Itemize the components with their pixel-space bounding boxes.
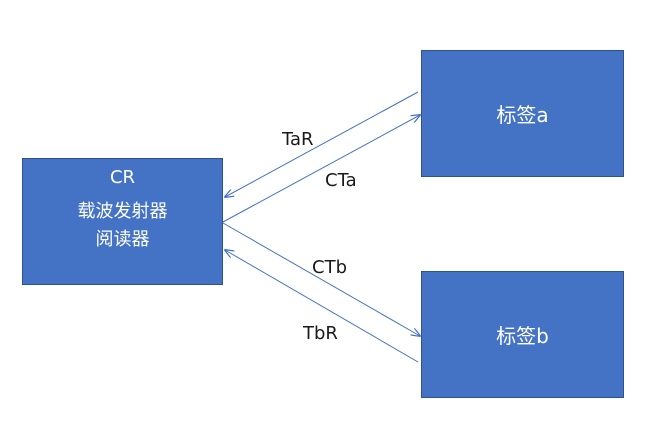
arrow-tag-a-to-reader — [225, 91, 419, 197]
arrow-reader-to-tag-a — [222, 115, 420, 223]
reader-code: CR — [109, 167, 136, 188]
reader-title-line1: 载波发射器 — [77, 201, 168, 222]
arrow-tag-b-to-reader — [225, 250, 419, 363]
edge-label-tar: TaR — [282, 129, 314, 150]
reader-title-line2: 阅读器 — [95, 229, 150, 250]
tag-b-label: 标签b — [496, 324, 549, 348]
reader-box: CR 载波发射器 阅读器 — [22, 158, 223, 285]
edge-label-cta: CTa — [325, 170, 357, 191]
edge-label-tbr: TbR — [303, 323, 338, 344]
tag-a-box: 标签a — [421, 50, 624, 177]
tag-a-label: 标签a — [496, 103, 549, 127]
edge-label-ctb: CTb — [312, 257, 347, 278]
arrow-reader-to-tag-b — [222, 222, 420, 336]
tag-b-box: 标签b — [421, 271, 624, 398]
